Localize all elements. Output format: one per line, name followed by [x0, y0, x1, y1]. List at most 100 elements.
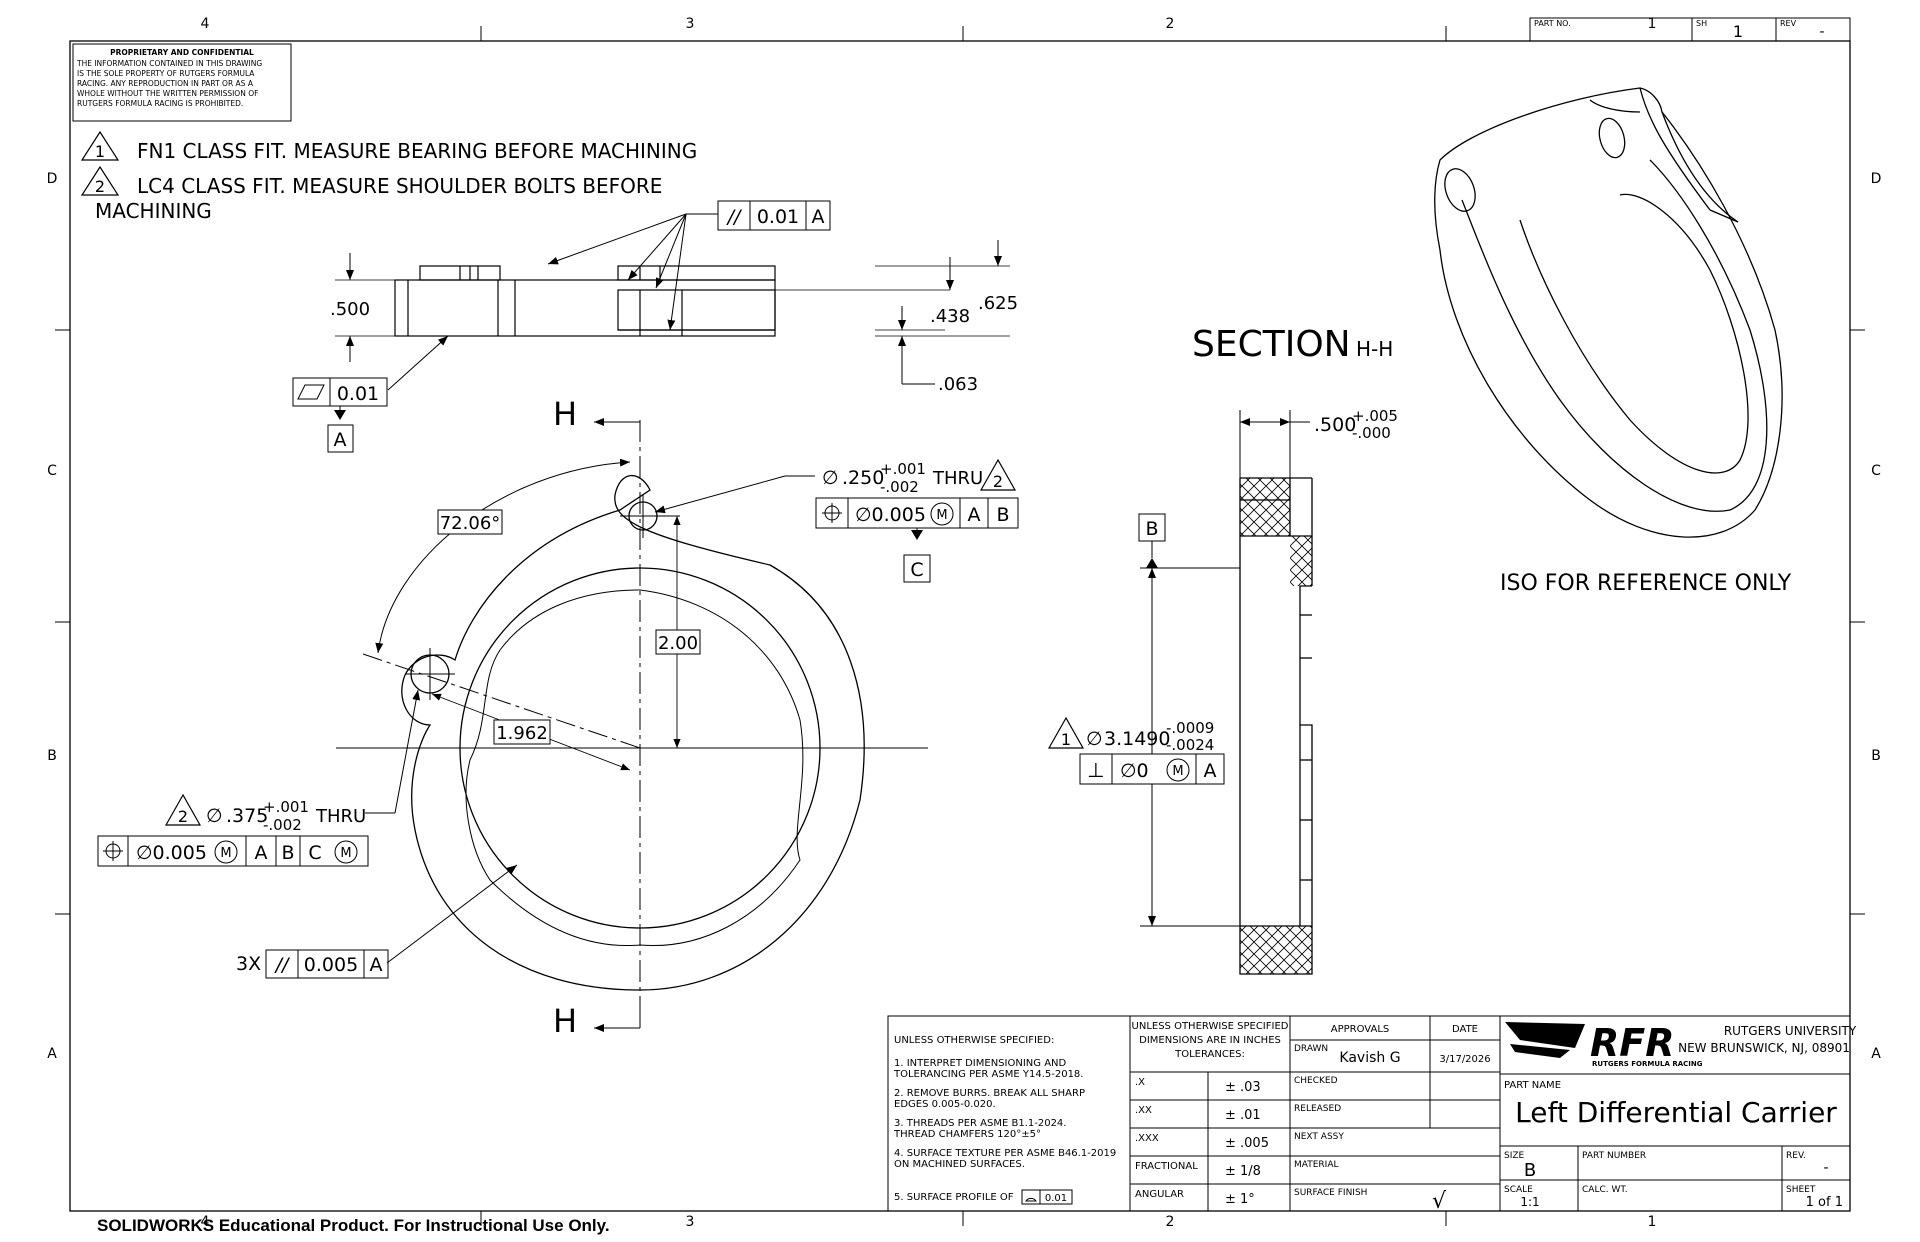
tol-xx-label: .XX [1135, 1105, 1152, 1116]
proprietary-line-3: RACING. ANY REPRODUCTION IN PART OR AS A [77, 79, 254, 88]
note-2-text-cont: MACHINING [95, 199, 212, 223]
notes: 1 FN1 CLASS FIT. MEASURE BEARING BEFORE … [80, 130, 697, 223]
tol-ang-value: ± 1° [1225, 1192, 1255, 1207]
bore-flag-icon [1047, 716, 1085, 749]
flatness-fcf: 0.01 A [292, 377, 388, 453]
address: NEW BRUNSWICK, NJ, 08901 [1678, 1041, 1850, 1055]
hole-small-tol-plus: +.001 [880, 460, 926, 478]
hole-large-fcf-tol: ∅0.005 [136, 842, 207, 864]
parallelism-symbol: // [726, 206, 743, 228]
bore-symbol: ∅ [1086, 728, 1103, 750]
proprietary-line-5: RUTGERS FORMULA RACING IS PROHIBITED. [77, 99, 243, 108]
sheet-label: SHEET [1786, 1185, 1816, 1195]
section-dim-width: .500 [1314, 414, 1356, 436]
dim-vertical-label: 2.00 [658, 633, 698, 654]
drawn-by: Kavish G [1339, 1050, 1400, 1066]
general-note-5: 5. SURFACE PROFILE OF [894, 1192, 1014, 1203]
zone-left-c: C [47, 463, 57, 479]
parallel-symbol: // [274, 954, 291, 976]
note-flag-2-icon [80, 165, 120, 196]
note-1-text: FN1 CLASS FIT. MEASURE BEARING BEFORE MA… [137, 139, 697, 163]
sheet-value: 1 of 1 [1806, 1195, 1843, 1210]
note-flag-1-icon [80, 130, 120, 161]
zone-left-a: A [47, 1046, 57, 1062]
iso-caption: ISO FOR REFERENCE ONLY [1500, 571, 1792, 596]
general-note-1b: TOLERANCING PER ASME Y14.5-2018. [893, 1069, 1083, 1080]
part-name-label: PART NAME [1504, 1080, 1561, 1091]
hole-large-tol-minus: -.002 [263, 816, 302, 834]
hole-large-fcf-datum-a: A [255, 842, 268, 864]
front-view-labels: H H 72.06° 2.00 1.962 ∅ .250 +.001 -.002… [97, 395, 1019, 1040]
parallel-3x-callout: 3X // 0.005 A [236, 949, 389, 979]
zone-left-d: D [47, 171, 58, 187]
tol-x-value: ± .03 [1225, 1080, 1261, 1095]
hole-small-fcf-tol: ∅0.005 [855, 504, 926, 526]
hole-small-callout: ∅ .250 +.001 -.002 THRU 2 ∅0.005 M A B [815, 458, 1019, 583]
material-label: MATERIAL [1294, 1160, 1339, 1170]
rfr-logo: RFR RUTGERS FORMULA RACING [1505, 1021, 1703, 1068]
zone-right-a: A [1871, 1046, 1881, 1062]
rev-value-top: - [1819, 24, 1824, 40]
tol-x-label: .X [1135, 1077, 1145, 1088]
hole-small-fcf-datum-b: B [996, 504, 1009, 526]
tol-xxx-label: .XXX [1135, 1133, 1159, 1144]
tol-header-1: UNLESS OTHERWISE SPECIFIED [1132, 1021, 1289, 1032]
zone-bottom-2: 2 [1166, 1214, 1175, 1230]
perp-symbol: ⊥ [1087, 758, 1104, 782]
note-2-text: LC4 CLASS FIT. MEASURE SHOULDER BOLTS BE… [137, 174, 662, 198]
proprietary-line-4: WHOLE WITHOUT THE WRITTEN PERMISSION OF [77, 89, 258, 98]
general-note-4a: 4. SURFACE TEXTURE PER ASME B46.1-2019 [894, 1148, 1116, 1159]
rev-label-top: REV [1780, 19, 1797, 28]
dim-height-label: .500 [330, 299, 370, 320]
profile-surface-icon [1025, 1197, 1037, 1202]
proprietary-title: PROPRIETARY AND CONFIDENTIAL [110, 48, 254, 57]
general-note-5-tol: 0.01 [1045, 1193, 1067, 1204]
hole-small-tol-minus: -.002 [880, 478, 919, 496]
zone-bottom-3: 3 [686, 1214, 695, 1230]
hole-large-flag-icon [164, 793, 202, 826]
front-view [401, 474, 865, 991]
section-letter-bottom: H [553, 1002, 577, 1040]
perp-tol: ∅0 [1120, 760, 1149, 782]
dim-step-label: .063 [938, 374, 978, 395]
tol-header-2: DIMENSIONS ARE IN INCHES [1139, 1035, 1281, 1046]
perp-mod: M [1172, 764, 1183, 779]
scale-value: 1:1 [1520, 1195, 1539, 1209]
section-letter-top: H [553, 395, 577, 433]
section-view: SECTION H-H [1047, 324, 1398, 975]
sh-label: SH [1696, 19, 1707, 28]
general-note-4b: ON MACHINED SURFACES. [894, 1159, 1025, 1170]
hole-large-nominal: .375 [226, 805, 268, 827]
zone-top-2: 2 [1166, 16, 1175, 32]
part-name: Left Differential Carrier [1515, 1096, 1837, 1129]
side-view-labels: .500 .438 .625 .063 // 0.01 A 0.01 A [292, 200, 1018, 453]
surface-finish-label: SURFACE FINISH [1294, 1188, 1367, 1198]
zone-ticks [55, 26, 1865, 1226]
scale-label: SCALE [1504, 1185, 1533, 1195]
rev-label: REV. [1786, 1151, 1806, 1161]
parallelism-datum: A [812, 206, 825, 228]
section-letter: H-H [1356, 337, 1393, 361]
parallel-count: 3X [236, 953, 261, 975]
released-label: RELEASED [1294, 1104, 1341, 1114]
tol-frac-value: ± 1/8 [1225, 1164, 1261, 1179]
hole-large-fcf-datum-c: C [308, 842, 321, 864]
hole-large-thru: THRU [315, 806, 366, 827]
dim-inner-label: .438 [930, 306, 970, 327]
section-title: SECTION [1192, 324, 1351, 365]
iso-view [1434, 87, 1783, 538]
calc-wt-label: CALC. WT. [1582, 1185, 1628, 1195]
hole-small-flag-icon [979, 458, 1017, 491]
note-flag-2-number: 2 [95, 177, 105, 196]
sh-value: 1 [1733, 22, 1743, 41]
general-note-2b: EDGES 0.005-0.020. [894, 1099, 996, 1110]
hole-small-fcf-mod: M [936, 508, 947, 523]
parallelism-fcf: // 0.01 A [717, 200, 831, 231]
position-icon [822, 503, 842, 523]
general-note-2a: 2. REMOVE BURRS. BREAK ALL SHARP [894, 1088, 1085, 1099]
tol-xx-value: ± .01 [1225, 1108, 1261, 1123]
parallel-datum: A [370, 954, 383, 976]
hole-large-fcf-mod: M [220, 846, 231, 861]
zone-right-b: B [1871, 748, 1881, 764]
footer-note: SOLIDWORKS Educational Product. For Inst… [97, 1216, 610, 1235]
